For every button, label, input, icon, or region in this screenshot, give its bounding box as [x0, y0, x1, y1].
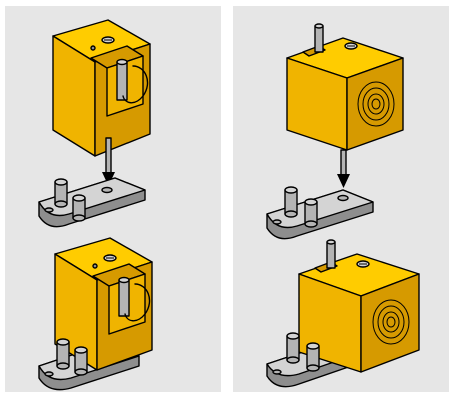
left-panel-drawing: [5, 6, 221, 392]
arrow-down-icon: [337, 150, 350, 188]
screw-icon: [104, 255, 116, 261]
pin-icon: [75, 347, 87, 375]
left-panel: [5, 6, 221, 392]
slot-cube-top: [53, 20, 150, 156]
pin-icon: [307, 343, 319, 371]
right-panel-drawing: [233, 6, 449, 392]
ring-cube-mounted: [267, 240, 419, 387]
mount-plate-top: [267, 187, 373, 239]
slot-cube-mounted: [39, 238, 152, 390]
pin-icon: [73, 195, 85, 221]
pin-icon: [287, 333, 299, 363]
pin-icon: [55, 179, 67, 207]
mount-plate-top: [39, 178, 145, 227]
ring-cube-top: [287, 24, 403, 150]
pin-icon: [57, 339, 69, 369]
screw-icon: [102, 37, 114, 43]
pin-icon: [285, 187, 297, 217]
right-panel: [233, 6, 449, 392]
screw-icon: [345, 43, 357, 49]
pin-icon: [305, 199, 317, 227]
screw-icon: [357, 261, 369, 267]
